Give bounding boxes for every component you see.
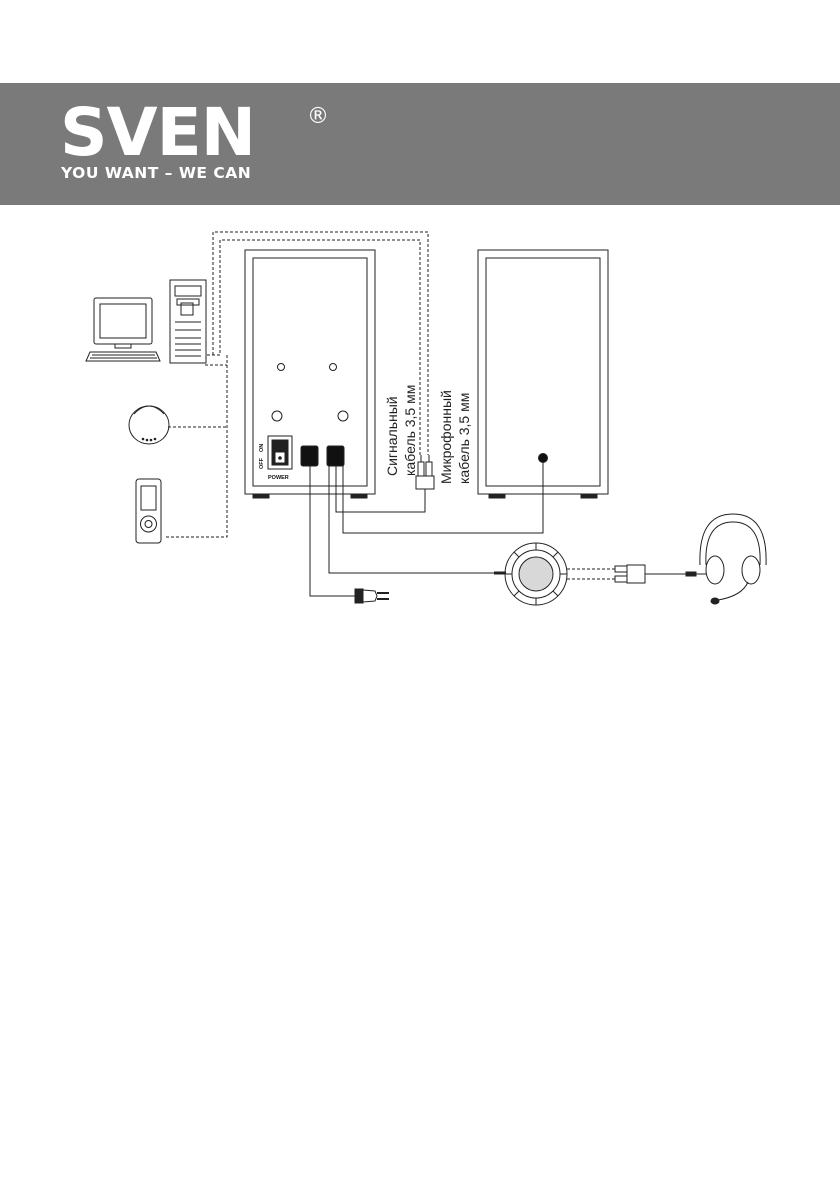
dashed-source-links: [165, 231, 429, 538]
mic-cable-label: Микрофонный кабель 3,5 мм: [437, 390, 473, 484]
audio-input-jack: [300, 445, 319, 467]
signal-cable: [335, 466, 426, 513]
brand-logo: SVEN: [60, 94, 256, 171]
brand-slogan: YOU WANT – WE CAN: [61, 164, 252, 182]
mp3-player-icon: [135, 478, 162, 544]
power-cable: [309, 466, 355, 597]
banner-background: [0, 83, 840, 205]
cd-player-icon: [128, 405, 170, 445]
power-switch: [267, 435, 293, 470]
connection-diagram: ON OFF POWER: [85, 231, 767, 606]
right-speaker: [477, 249, 609, 499]
remote-cable: [328, 466, 494, 574]
headset-icon: [699, 513, 767, 605]
right-speaker-input: [538, 453, 548, 463]
power-label: POWER: [268, 475, 289, 481]
mic-output-jack: [326, 445, 345, 467]
header-banner: [0, 83, 840, 205]
mic-cable-label-line2: кабель 3,5 мм: [456, 392, 472, 484]
switch-off-label: OFF: [259, 457, 265, 469]
power-plug-icon: [354, 588, 389, 604]
speaker-link-cable: [342, 462, 544, 534]
monitor-icon: [85, 297, 161, 362]
mic-cable-label-line1: Микрофонный: [438, 390, 454, 484]
signal-cable-label-line2: кабель 3,5 мм: [402, 384, 418, 476]
headset-cables: [567, 568, 615, 580]
signal-cable-label-line1: Сигнальный: [384, 396, 400, 476]
switch-on-label: ON: [259, 444, 265, 452]
volume-control-pod: [494, 542, 568, 606]
signal-cable-label: Сигнальный кабель 3,5 мм: [383, 385, 419, 476]
pc-tower-icon: [169, 279, 207, 364]
signal-plug-icon: [415, 455, 435, 490]
registered-mark: ®: [307, 104, 329, 129]
headset-plugs: [614, 564, 706, 584]
